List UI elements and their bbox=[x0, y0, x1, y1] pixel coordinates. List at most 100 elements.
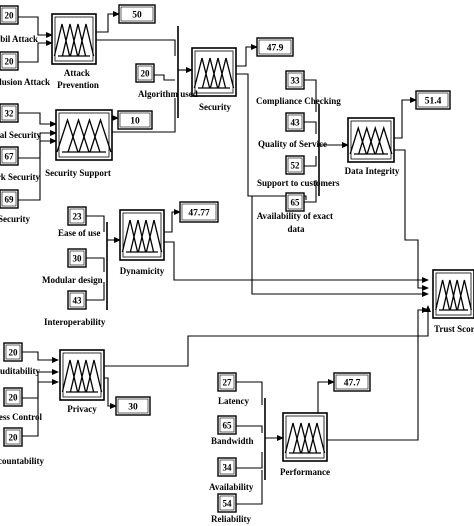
label-algorithm-used: Algorithm used bbox=[138, 89, 198, 99]
input-value-collusion-attack: 20 bbox=[5, 57, 15, 67]
input-value-physical-security: 32 bbox=[5, 109, 15, 119]
node-label-trust-score: Trust Score bbox=[434, 324, 474, 334]
label-reliability: Reliability bbox=[211, 514, 251, 524]
output-value-privacy: 30 bbox=[128, 403, 138, 413]
node-privacy bbox=[59, 349, 105, 401]
input-value-algorithm-used: 20 bbox=[141, 69, 151, 79]
membership-function-icon bbox=[61, 359, 103, 393]
input-value-availability: 34 bbox=[223, 463, 233, 473]
input-box-physical-security: 32 bbox=[0, 103, 19, 123]
membership-function-icon bbox=[349, 125, 393, 155]
input-value-interoperability: 43 bbox=[73, 296, 83, 306]
input-box-auditability: 20 bbox=[3, 342, 23, 362]
membership-function-icon bbox=[284, 422, 326, 454]
input-box-availability-of-exact-data: 65 bbox=[285, 192, 305, 212]
node-label-performance: Performance bbox=[280, 467, 330, 477]
input-box-accountability: 20 bbox=[3, 427, 23, 447]
input-box-bandwidth: 65 bbox=[217, 415, 237, 435]
node-label-security-support: Security Support bbox=[45, 168, 111, 178]
input-box-ease-of-use: 23 bbox=[67, 206, 87, 226]
node-label-security: Security bbox=[199, 102, 231, 112]
input-box-reliability: 54 bbox=[217, 493, 237, 513]
input-box-support-to-customers: 52 bbox=[285, 155, 305, 175]
input-value-boxes: 20 20 20 32 67 69 23 30 43 33 43 52 65 20 20 20 27 65 34 54 bbox=[0, 5, 305, 513]
label-network-security: Network Security bbox=[0, 172, 40, 182]
output-value-boxes: 50 10 47.9 47.77 51.4 30 47.7 bbox=[115, 4, 451, 416]
label-availability-of-exact-data: Availability of exact data bbox=[257, 211, 336, 234]
output-value-dynamicity: 47.77 bbox=[188, 209, 210, 219]
input-box-data-security: 69 bbox=[0, 189, 19, 209]
label-quality-of-service: Quality of Service bbox=[258, 139, 327, 149]
node-attack-prevention bbox=[51, 13, 97, 65]
output-value-performance: 47.7 bbox=[344, 379, 361, 389]
output-box-security: 47.9 bbox=[256, 37, 294, 57]
membership-function-icon bbox=[53, 23, 95, 57]
label-latency: Latency bbox=[218, 396, 249, 406]
membership-function-icon bbox=[193, 57, 235, 89]
input-value-modular-design: 30 bbox=[73, 254, 83, 264]
output-box-attack-prevention: 50 bbox=[118, 4, 156, 24]
label-access-control: Access Control bbox=[0, 412, 42, 422]
output-box-performance: 47.7 bbox=[333, 372, 371, 392]
output-box-security-support: 10 bbox=[117, 110, 153, 130]
node-data-integrity bbox=[347, 117, 395, 163]
input-box-network-security: 67 bbox=[0, 146, 19, 166]
label-availability: Availability bbox=[209, 482, 254, 492]
node-label-privacy: Privacy bbox=[67, 404, 97, 414]
input-value-access-control: 20 bbox=[9, 393, 19, 403]
connectors bbox=[18, 11, 431, 505]
input-box-sybil-attack: 20 bbox=[0, 5, 19, 25]
input-box-compliance-checking: 33 bbox=[285, 70, 305, 90]
input-value-latency: 27 bbox=[223, 378, 233, 388]
node-label-data-integrity: Data Integrity bbox=[345, 166, 400, 176]
input-value-quality-of-service: 43 bbox=[291, 118, 301, 128]
output-value-attack-prevention: 50 bbox=[132, 11, 142, 21]
node-performance bbox=[282, 412, 328, 462]
input-box-availability: 34 bbox=[217, 457, 237, 477]
fuzzy-node-boxes bbox=[51, 13, 474, 462]
input-box-collusion-attack: 20 bbox=[0, 51, 19, 71]
membership-function-icon bbox=[121, 219, 163, 253]
label-compliance-checking: Compliance Checking bbox=[256, 96, 341, 106]
output-box-data-integrity: 51.4 bbox=[415, 90, 451, 110]
label-accountability: Accountability bbox=[0, 456, 44, 466]
output-value-security-support: 10 bbox=[130, 117, 140, 127]
label-availability-of-exact-data-line2: data bbox=[287, 224, 305, 234]
label-collusion-attack: Collusion Attack bbox=[0, 77, 50, 87]
node-label-attack-prevention: Attack Prevention bbox=[57, 68, 99, 90]
input-box-interoperability: 43 bbox=[67, 290, 87, 310]
input-value-accountability: 20 bbox=[9, 433, 19, 443]
label-data-security: Data Security bbox=[0, 214, 30, 224]
label-physical-security: Physical Security bbox=[0, 130, 41, 140]
node-label-dynamicity: Dynamicity bbox=[120, 266, 165, 276]
output-value-data-integrity: 51.4 bbox=[425, 97, 442, 107]
node-security bbox=[191, 47, 237, 97]
node-label-attack-prevention-line1: Attack bbox=[64, 68, 90, 78]
label-modular-design: Modular design bbox=[42, 275, 103, 285]
label-auditability: Auditability bbox=[0, 366, 40, 376]
input-box-quality-of-service: 43 bbox=[285, 112, 305, 132]
label-bandwidth: Bandwidth bbox=[211, 436, 254, 446]
input-value-support-to-customers: 52 bbox=[291, 161, 301, 171]
membership-function-icon bbox=[435, 279, 472, 311]
input-value-auditability: 20 bbox=[9, 348, 19, 358]
label-sybil-attack: Sybil Attack bbox=[0, 34, 38, 44]
node-trust-score bbox=[432, 269, 474, 319]
node-security-support bbox=[55, 109, 113, 161]
label-support-to-customers: Support to customers bbox=[257, 178, 340, 188]
node-dynamicity bbox=[119, 209, 165, 261]
output-box-dynamicity: 47.77 bbox=[179, 201, 219, 223]
node-label-attack-prevention-line2: Prevention bbox=[57, 80, 99, 90]
membership-function-icon bbox=[56, 117, 112, 153]
input-value-network-security: 67 bbox=[5, 152, 15, 162]
input-box-access-control: 20 bbox=[3, 387, 23, 407]
input-value-availability-of-exact-data: 65 bbox=[291, 198, 301, 208]
input-box-algorithm-used: 20 bbox=[135, 63, 155, 83]
input-value-compliance-checking: 33 bbox=[291, 76, 301, 86]
output-value-security: 47.9 bbox=[267, 44, 284, 54]
input-value-reliability: 54 bbox=[223, 499, 233, 509]
input-value-bandwidth: 65 bbox=[223, 421, 233, 431]
label-interoperability: Interoperability bbox=[44, 317, 106, 327]
label-ease-of-use: Ease of use bbox=[58, 228, 101, 238]
